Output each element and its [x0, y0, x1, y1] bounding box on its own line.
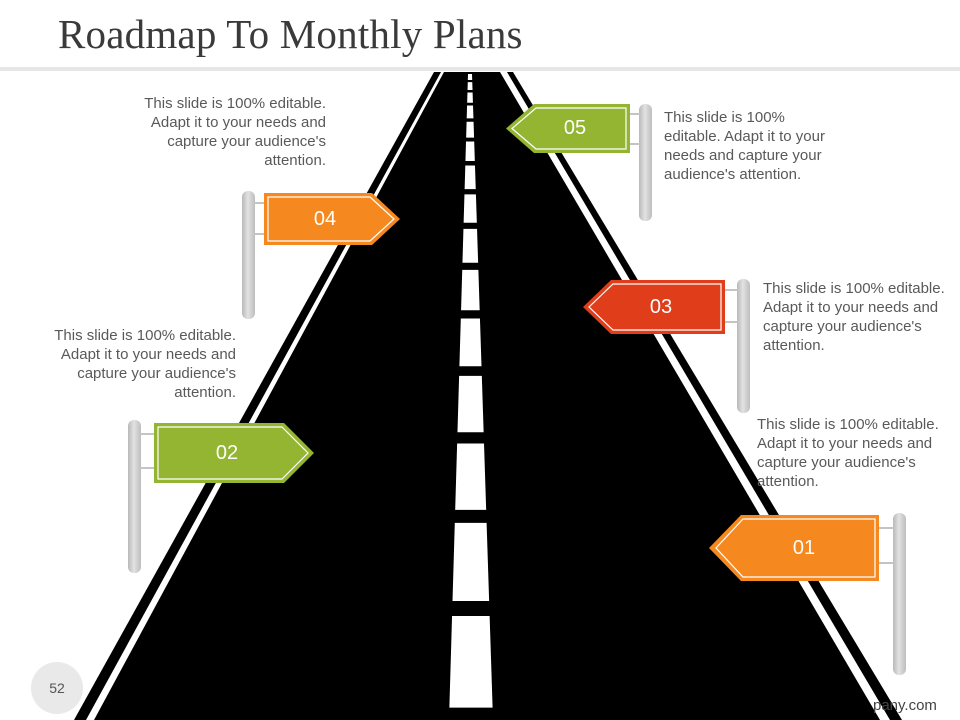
sign-arrow-shape	[583, 280, 725, 334]
signpost-bracket-02	[140, 433, 158, 435]
title-divider	[0, 67, 960, 71]
lane-dash-3	[466, 105, 474, 119]
sign-arrow-shape	[709, 515, 879, 581]
lane-dash-6	[464, 165, 476, 190]
signpost-bracket-03	[722, 321, 738, 323]
milestone-description-04: This slide is 100% editable. Adapt it to…	[144, 95, 326, 169]
lane-dash-11	[457, 375, 484, 433]
lane-dash-4	[466, 121, 475, 138]
signpost-bracket-04	[254, 233, 268, 235]
signpost-bracket-04	[254, 202, 268, 204]
signpost-pole-02	[128, 420, 141, 573]
milestone-label-05: 05	[563, 117, 587, 139]
signpost-bracket-01	[876, 527, 894, 529]
signpost-pole-04	[242, 191, 255, 319]
milestone-sign-01[interactable]: 01	[709, 515, 879, 581]
center-lane-markings	[449, 74, 493, 708]
lane-dash-7	[463, 194, 477, 223]
milestone-label-02: 02	[215, 441, 239, 464]
signpost-bracket-01	[876, 562, 894, 564]
milestone-sign-02[interactable]: 02	[154, 423, 314, 483]
slide-title: Roadmap To Monthly Plans	[58, 11, 523, 57]
signpost-bracket-03	[722, 289, 738, 291]
milestone-sign-03[interactable]: 03	[583, 280, 725, 334]
milestone-description-02: This slide is 100% editable. Adapt it to…	[54, 327, 236, 401]
milestone-label-01: 01	[792, 536, 816, 559]
signpost-pole-03	[737, 279, 750, 413]
signpost-bracket-02	[140, 467, 158, 469]
signpost-pole-01	[893, 513, 906, 675]
page-number-badge: 52	[31, 662, 83, 714]
sign-arrow-shape	[154, 423, 314, 483]
milestone-description-03: This slide is 100% editable. Adapt it to…	[763, 280, 945, 354]
milestone-sign-05[interactable]: 05	[506, 104, 630, 153]
lane-dash-5	[465, 141, 475, 162]
lane-dash-2	[467, 92, 473, 103]
milestone-description-05: This slide is 100% editable. Adapt it to…	[664, 109, 825, 183]
milestone-label-03: 03	[649, 295, 673, 318]
lane-dash-9	[461, 269, 480, 311]
lane-dash-12	[455, 443, 487, 510]
road-surface	[94, 72, 880, 720]
signpost-bracket-05	[626, 143, 640, 145]
lane-dash-14	[449, 616, 493, 708]
lane-dash-1	[467, 82, 473, 91]
milestone-description-01: This slide is 100% editable. Adapt it to…	[757, 416, 939, 490]
lane-dash-8	[462, 228, 479, 263]
signpost-bracket-05	[626, 113, 640, 115]
sign-arrow-shape	[264, 193, 400, 245]
lane-dash-13	[452, 522, 490, 601]
lane-dash-10	[459, 318, 482, 367]
footer-website-text: pany.com	[873, 697, 937, 714]
sign-arrow-shape	[506, 104, 630, 153]
milestone-sign-04[interactable]: 04	[264, 193, 400, 245]
signpost-pole-05	[639, 104, 652, 221]
milestone-label-04: 04	[313, 207, 337, 230]
lane-dash-0	[467, 74, 473, 80]
